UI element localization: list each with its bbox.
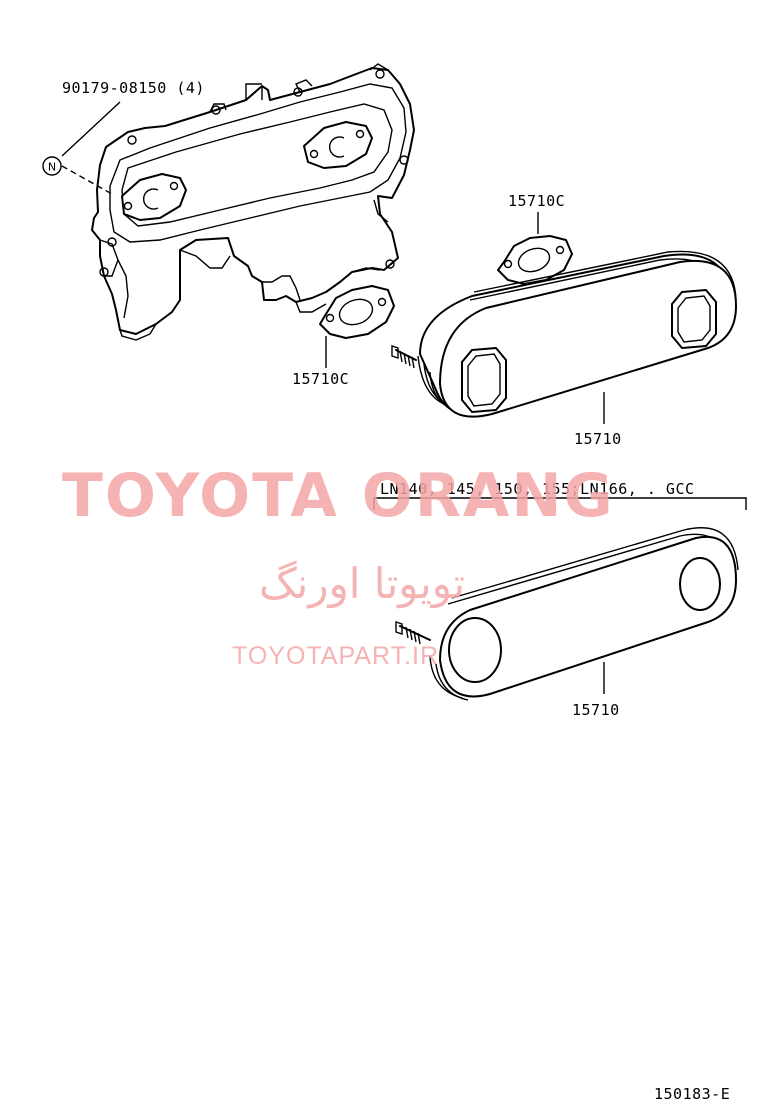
applicability-note: LN140, 145, 150, 155;LN166, . GCC xyxy=(380,480,695,498)
watermark-site: TOYOTAPART.IR xyxy=(232,642,439,670)
watermark: TOYOTA ORANG تويوتا اورنگ TOYOTAPART.IR xyxy=(62,461,615,670)
gasket-upper: 15710C xyxy=(497,192,573,285)
oil-cooler-cover xyxy=(91,63,415,341)
diagram-code: 150183-E xyxy=(654,1085,730,1103)
gasket-lower: 15710C xyxy=(292,285,395,388)
non-reusable-symbol-letter: N xyxy=(48,161,56,174)
bolt-part-number: 90179-08150 (4) xyxy=(62,79,205,97)
gasket-upper-part-number: 15710C xyxy=(508,192,565,210)
oil-cooler-lower: 15710 xyxy=(395,527,739,719)
cooler-upper-part-number: 15710 xyxy=(574,430,622,448)
cooler-lower-part-number: 15710 xyxy=(572,701,620,719)
non-reusable-symbol-icon xyxy=(42,156,62,176)
gasket-lower-part-number: 15710C xyxy=(292,370,349,388)
oil-cooler-upper: 15710 xyxy=(391,250,737,448)
bolt-callout: 90179-08150 (4) N xyxy=(42,79,205,195)
applicability-bracket: LN140, 145, 150, 155;LN166, . GCC xyxy=(373,480,747,510)
watermark-persian: تويوتا اورنگ xyxy=(259,559,465,608)
watermark-brand: TOYOTA ORANG xyxy=(62,461,615,531)
